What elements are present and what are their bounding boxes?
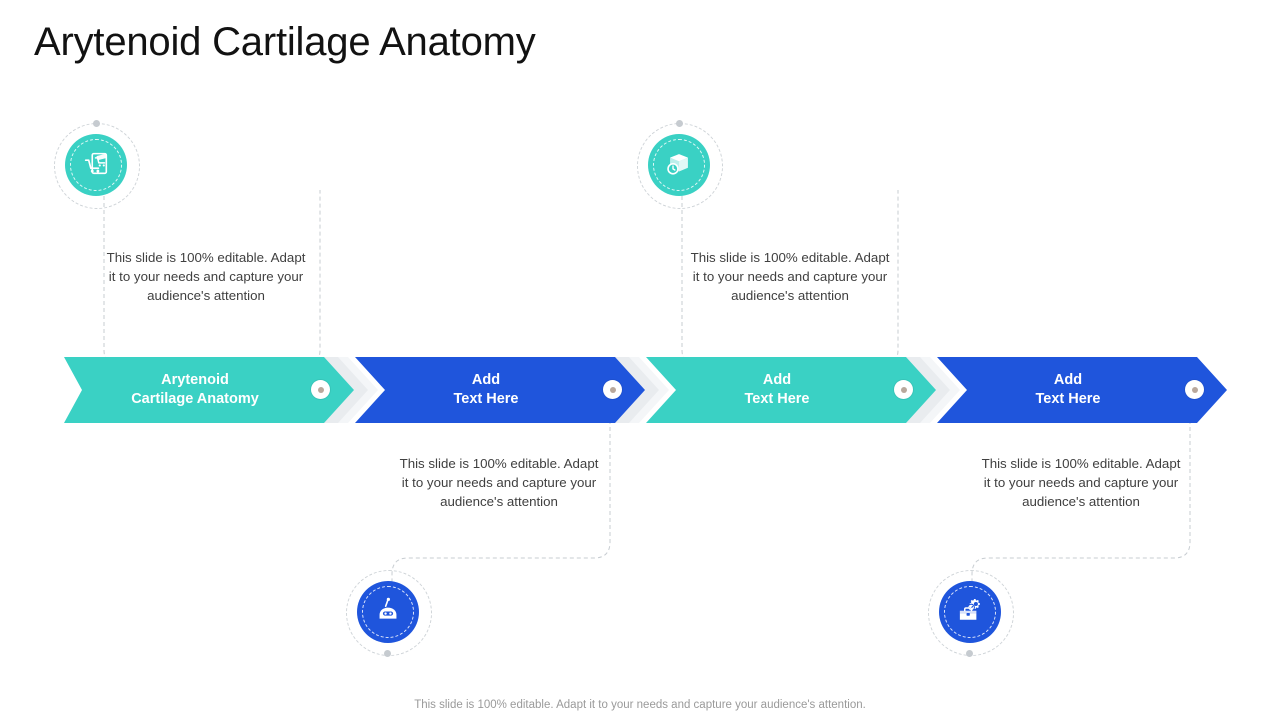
badge-dot-3 [900,386,907,393]
chevron-shape-1 [64,357,354,423]
chevron-shape-3 [646,357,936,423]
toolbox-gear-check-icon [955,595,985,630]
chevron-label-2: Add Text Here [453,372,519,407]
description-step-1: This slide is 100% editable. Adapt it to… [106,250,306,303]
page-title: Arytenoid Cartilage Anatomy [34,20,536,64]
chevron-step-2[interactable]: Add Text Here [355,357,645,423]
badge-dot-4 [1191,386,1198,393]
orbit-dot-1 [93,120,100,127]
badge-dot-1 [317,386,324,393]
description-step-3: This slide is 100% editable. Adapt it to… [690,250,890,303]
icon-medallion-4[interactable] [939,581,1001,643]
orbit-dot-4 [966,650,973,657]
chevron-label-1: Arytenoid Cartilage Anatomy [131,372,259,407]
chevron-label-4: Add Text Here [1035,372,1101,407]
process-chevron-band: Arytenoid Cartilage Anatomy Add Text Her… [0,357,1280,423]
icon-medallion-2[interactable] [357,581,419,643]
orbit-dot-3 [676,120,683,127]
description-step-4: This slide is 100% editable. Adapt it to… [981,456,1181,509]
chevron-badge-3[interactable] [894,380,913,399]
slide-footer-note: This slide is 100% editable. Adapt it to… [414,699,866,711]
chevron-step-3[interactable]: Add Text Here [646,357,936,423]
mobile-shopping-cart-icon [81,148,111,183]
description-step-2: This slide is 100% editable. Adapt it to… [399,456,599,509]
package-delivery-time-icon [664,148,694,183]
chevron-badge-2[interactable] [603,380,622,399]
badge-dot-2 [609,386,616,393]
chevron-shape-4 [937,357,1227,423]
chevron-step-1[interactable]: Arytenoid Cartilage Anatomy [64,357,354,423]
chevron-label-3: Add Text Here [744,372,810,407]
connector-step-4 [971,392,1191,618]
connector-step-2 [391,392,611,618]
icon-medallion-3[interactable] [648,134,710,196]
icon-medallion-1[interactable] [65,134,127,196]
chevron-step-4[interactable]: Add Text Here [937,357,1227,423]
chevron-shape-2 [355,357,645,423]
chevron-badge-1[interactable] [311,380,330,399]
chevron-badge-4[interactable] [1185,380,1204,399]
orbit-dot-2 [384,650,391,657]
robot-icon [373,595,403,630]
